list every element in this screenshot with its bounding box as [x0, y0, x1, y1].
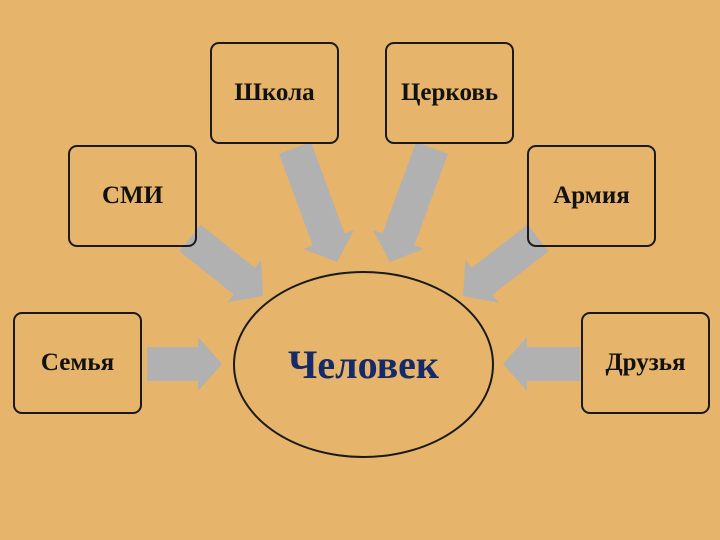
- node-church: Церковь: [385, 42, 514, 144]
- node-label: Друзья: [605, 349, 686, 376]
- node-family: Семья: [13, 312, 142, 414]
- node-label: Школа: [234, 79, 315, 106]
- arrow-media-icon: [179, 224, 263, 303]
- node-label: СМИ: [101, 182, 164, 209]
- node-label: Семья: [40, 349, 115, 376]
- arrow-family-icon: [147, 337, 222, 391]
- arrow-church-icon: [372, 142, 448, 262]
- arrow-army-icon: [463, 224, 549, 303]
- arrow-friends-icon: [503, 337, 580, 391]
- center-node-person: Человек: [233, 271, 494, 458]
- node-label: Церковь: [400, 79, 499, 106]
- node-media: СМИ: [68, 145, 197, 247]
- arrow-school-icon: [279, 142, 355, 262]
- center-label: Человек: [288, 342, 439, 387]
- node-label: Армия: [553, 182, 630, 209]
- node-school: Школа: [210, 42, 339, 144]
- node-army: Армия: [527, 145, 656, 247]
- node-friends: Друзья: [581, 312, 710, 414]
